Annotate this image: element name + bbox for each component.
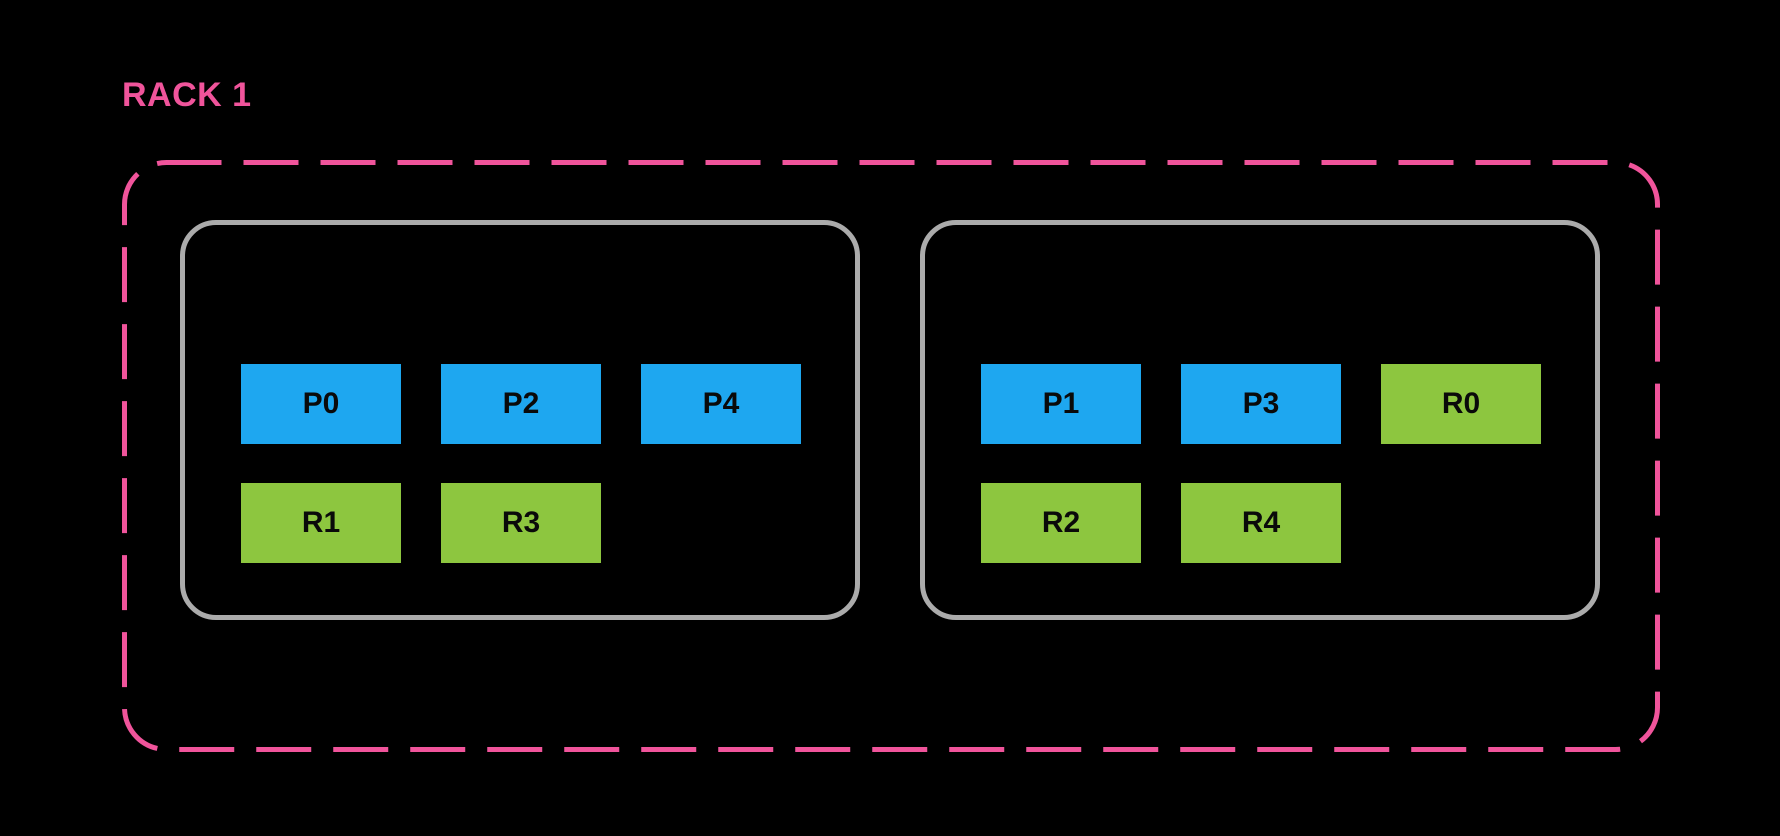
shard-row: P0 P2 P4	[241, 364, 801, 444]
shard-chip-r0: R0	[1381, 364, 1541, 444]
shard-chip-p0: P0	[241, 364, 401, 444]
shard-chip-r2: R2	[981, 483, 1141, 563]
shard-chip-r4: R4	[1181, 483, 1341, 563]
rack-dashed-border	[122, 160, 1660, 752]
rack-title: RACK 1	[122, 76, 252, 114]
shard-row: R2 R4	[981, 483, 1341, 563]
shard-chip-p1: P1	[981, 364, 1141, 444]
shard-chip-p3: P3	[1181, 364, 1341, 444]
shard-chip-r3: R3	[441, 483, 601, 563]
shard-row: R1 R3	[241, 483, 601, 563]
shard-chip-r1: R1	[241, 483, 401, 563]
shard-row: P1 P3 R0	[981, 364, 1541, 444]
shard-chip-p2: P2	[441, 364, 601, 444]
shard-chip-p4: P4	[641, 364, 801, 444]
